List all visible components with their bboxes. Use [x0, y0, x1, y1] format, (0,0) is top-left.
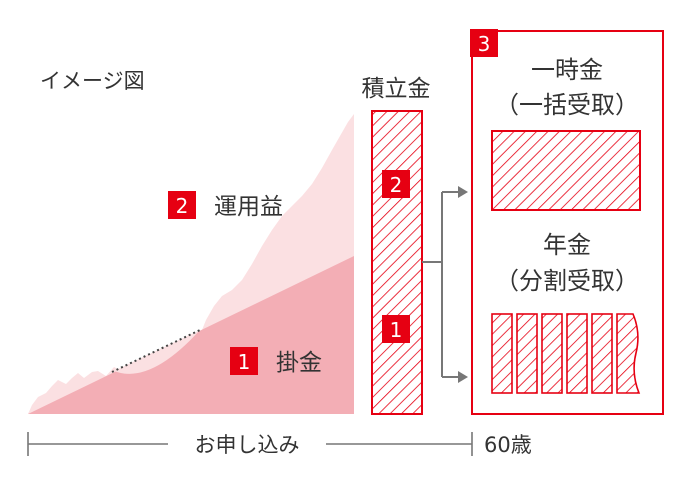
annuity-title: 年金 [543, 231, 591, 259]
accumulated-returns-badge [382, 170, 410, 198]
arrow-lump-sum-icon [458, 186, 468, 198]
returns-number: 2 [176, 194, 189, 218]
annuity-installment [566, 313, 588, 394]
annuity-installments [491, 313, 641, 394]
contributions-number: 1 [238, 350, 251, 374]
arrow-annuity-icon [458, 371, 468, 383]
accumulated-contributions-badge [382, 315, 410, 343]
returns-number-badge [168, 191, 196, 219]
annuity-installment [616, 313, 641, 394]
payout-connector [422, 191, 460, 378]
contributions-number-badge [230, 347, 258, 375]
timeline-start-label: お申し込み [195, 433, 300, 457]
lump-sum-block [491, 130, 641, 211]
contributions-label: 掛金 [276, 350, 322, 376]
payout-number: 3 [478, 32, 491, 56]
diagram-caption: イメージ図 [40, 69, 145, 93]
lump-sum-title: 一時金 [531, 56, 603, 84]
dotted-trend-line [111, 329, 201, 373]
annuity-subtitle: （分割受取） [495, 267, 639, 295]
lump-sum-subtitle: （一括受取） [495, 91, 639, 119]
contributions-area-lower [114, 330, 200, 374]
accumulated-contributions-number: 1 [390, 318, 403, 342]
annuity-installment [541, 313, 563, 394]
timeline [27, 432, 473, 456]
returns-label: 運用益 [214, 194, 283, 220]
accumulated-returns-number: 2 [390, 173, 403, 197]
accumulated-title: 積立金 [362, 76, 431, 102]
annuity-installment [516, 313, 538, 394]
annuity-installment [491, 313, 513, 394]
payout-number-badge [470, 29, 498, 57]
timeline-end-label: 60歳 [484, 433, 532, 457]
annuity-installment [591, 313, 613, 394]
accumulated-column [371, 110, 423, 415]
